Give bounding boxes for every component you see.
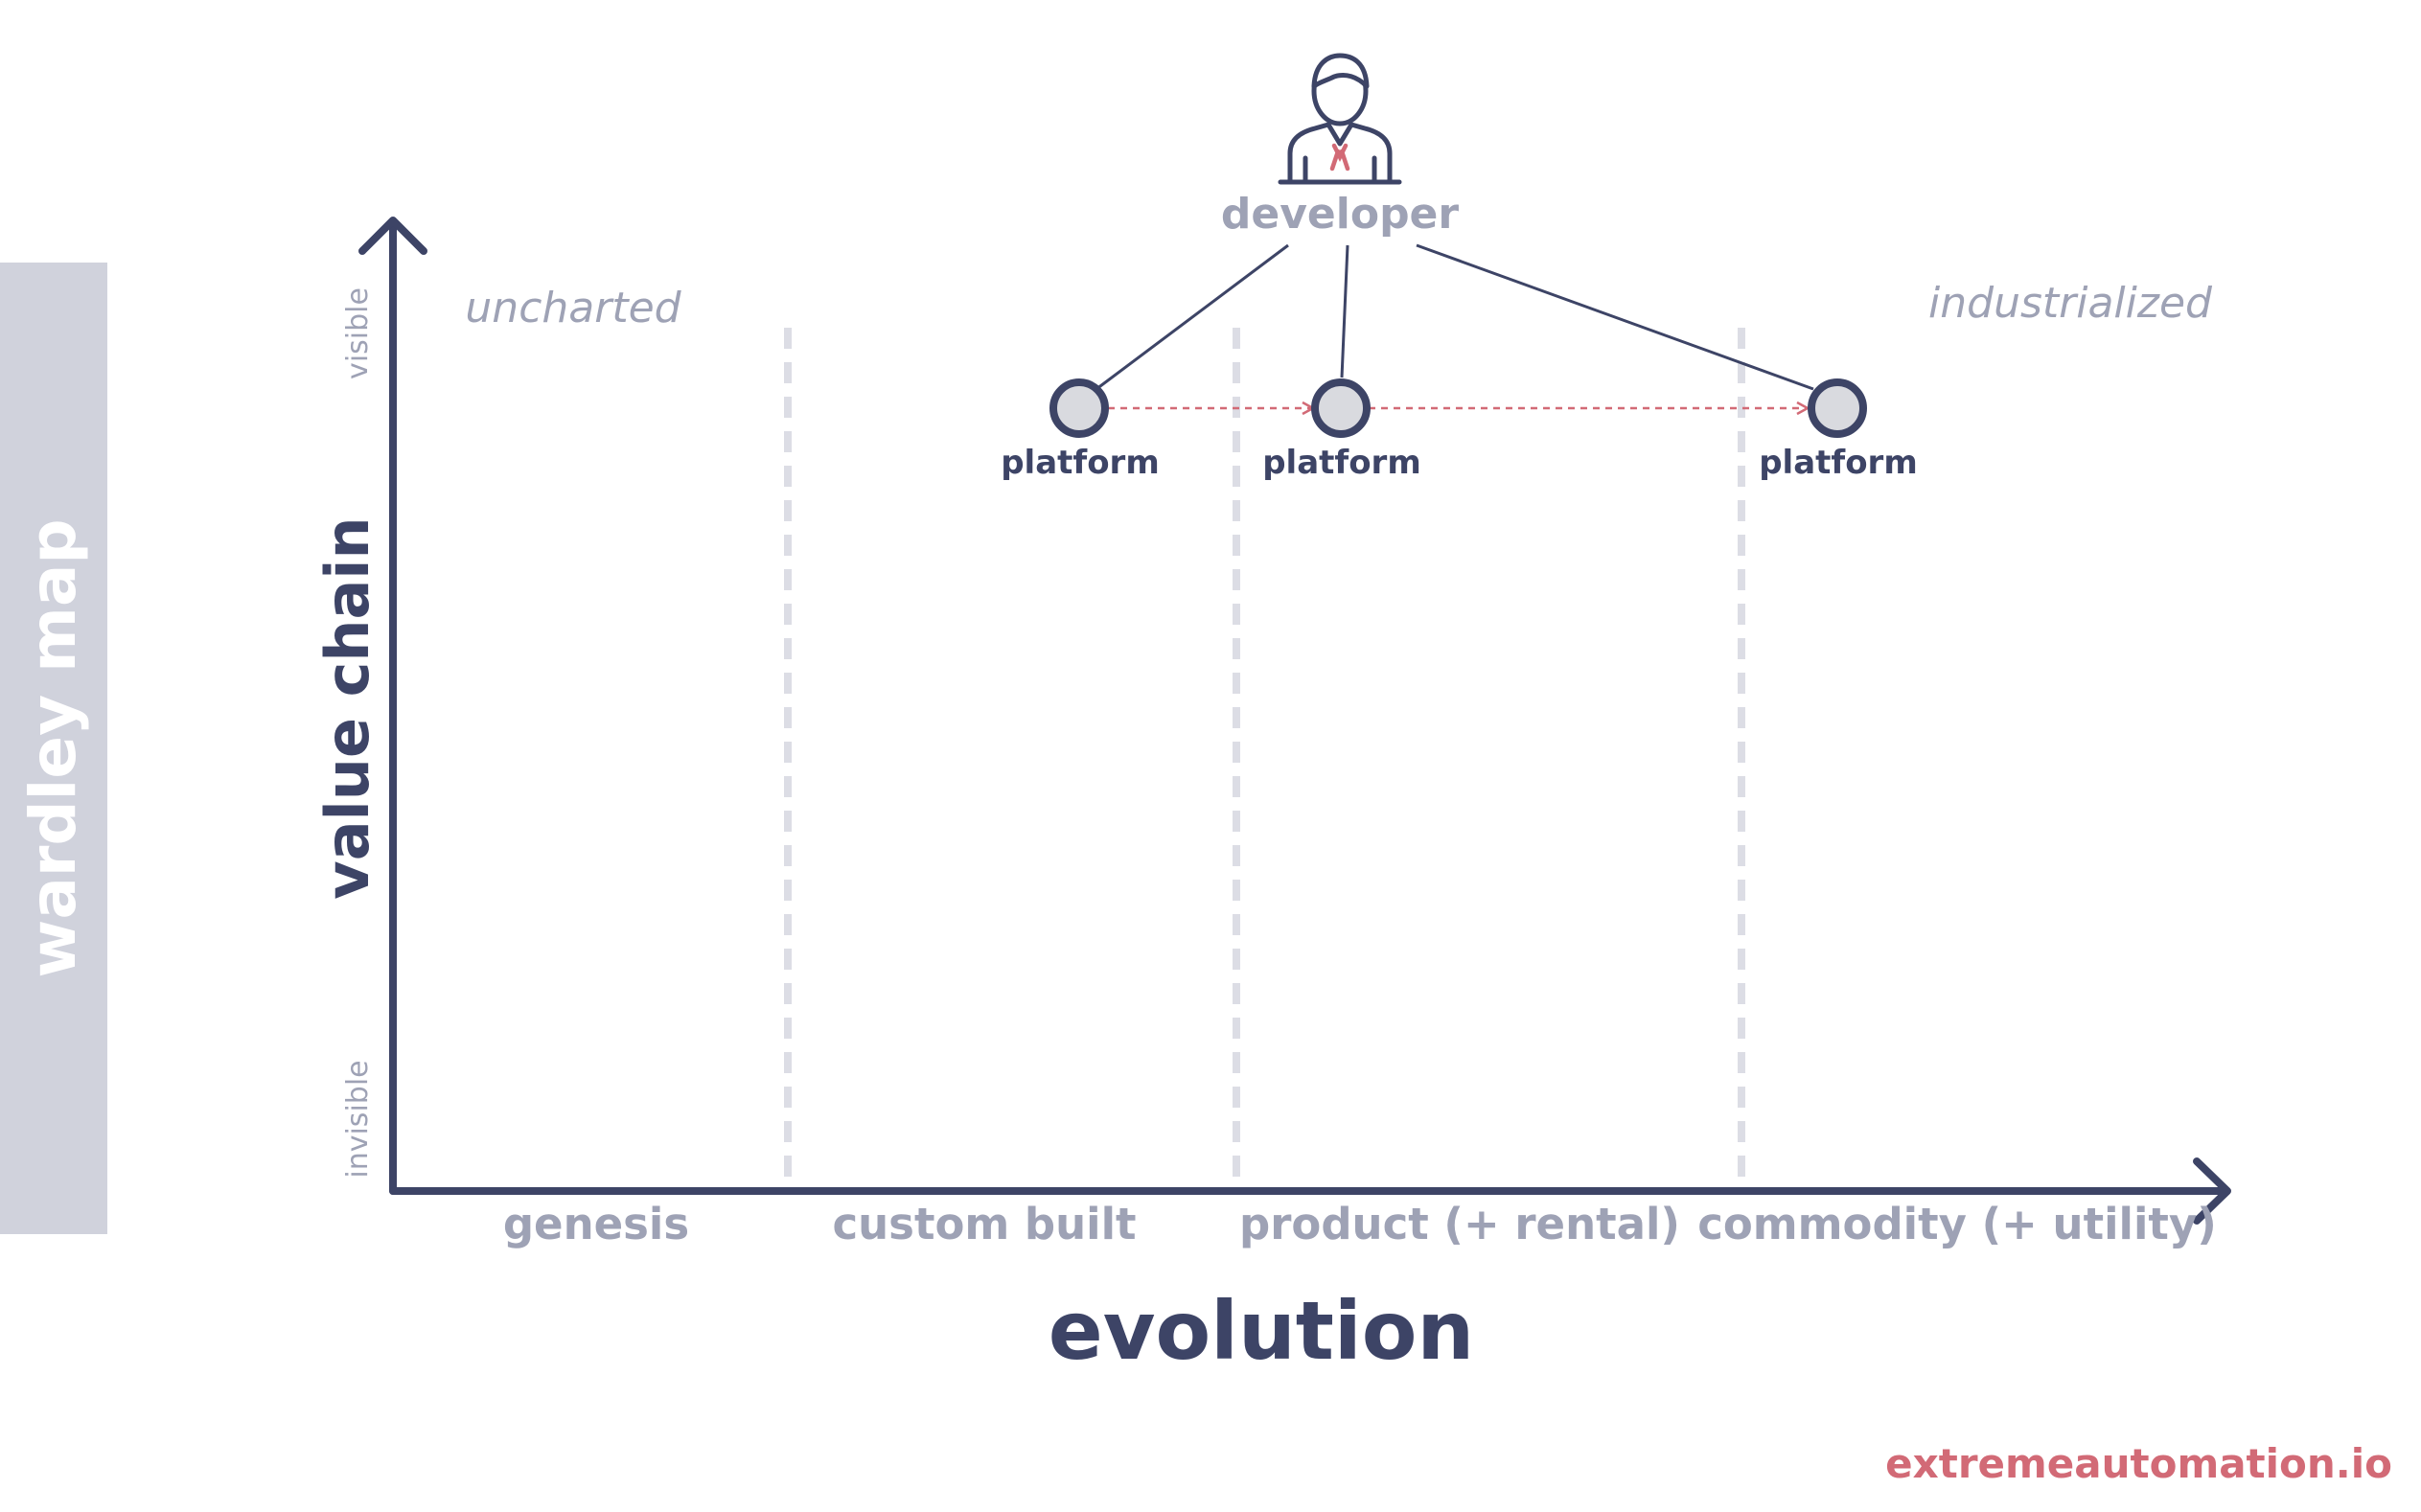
component-label-3: platform	[1759, 444, 1918, 482]
stage-label-product: product (+ rental)	[1239, 1199, 1680, 1249]
y-axis-bottom-label: invisible	[341, 1060, 375, 1178]
component-label-2: platform	[1262, 444, 1421, 482]
dependency-link-2	[1340, 244, 1349, 378]
side-band	[0, 263, 107, 1234]
dependency-link-3	[1416, 243, 1814, 391]
component-node-2[interactable]	[1311, 378, 1371, 438]
stage-label-commodity: commodity (+ utility)	[1697, 1199, 2217, 1249]
y-axis-top-label: visible	[341, 287, 375, 379]
component-node-3[interactable]	[1808, 378, 1867, 438]
footer-link[interactable]: extremeautomation.io	[1885, 1440, 2392, 1487]
x-axis-title: evolution	[1049, 1284, 1475, 1378]
region-label-industrialized: industrialized	[1928, 279, 2213, 328]
y-axis-title: value chain	[312, 516, 382, 899]
dependency-links	[1095, 243, 1814, 391]
side-band-title: wardley map	[16, 518, 90, 977]
component-node-1[interactable]	[1049, 378, 1109, 438]
component-nodes	[1049, 378, 1867, 438]
person-icon	[1278, 53, 1402, 185]
axes	[358, 217, 2231, 1225]
y-axis-arrowhead	[358, 217, 427, 255]
anchor-label-developer: developer	[1221, 190, 1460, 239]
x-axis-arrowhead	[2193, 1157, 2231, 1225]
stage-label-genesis: genesis	[503, 1199, 689, 1249]
stage-dividers	[784, 328, 1745, 1186]
dependency-link-1	[1095, 243, 1289, 391]
tie-icon	[1329, 143, 1350, 172]
region-label-uncharted: uncharted	[465, 284, 681, 332]
stage-labels: genesis custom built product (+ rental) …	[503, 1199, 2217, 1249]
stage-label-custom-built: custom built	[832, 1199, 1136, 1249]
component-label-1: platform	[1001, 444, 1160, 482]
